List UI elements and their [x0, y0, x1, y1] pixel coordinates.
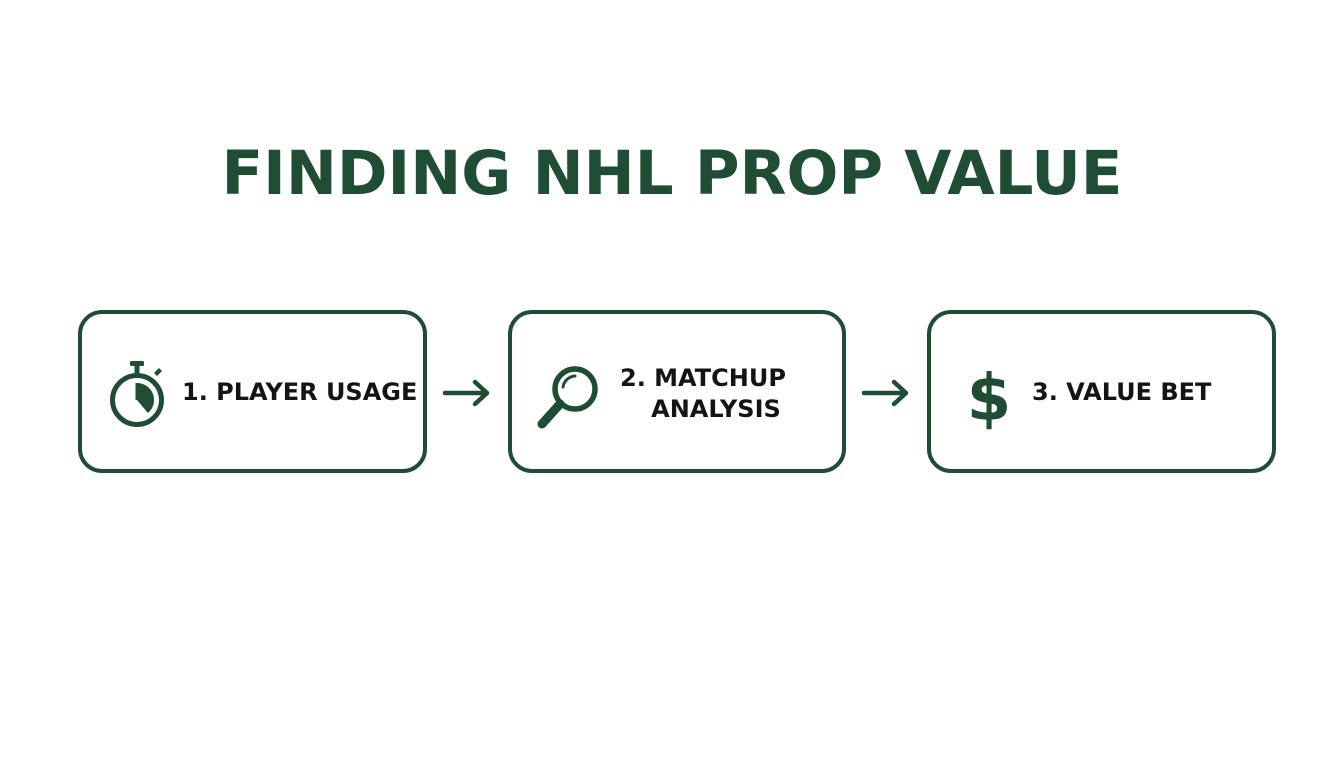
magnifying-glass-icon	[537, 366, 598, 429]
step-box-matchup-analysis: 2. MATCHUP ANALYSIS	[508, 310, 846, 473]
step-label-player-usage: 1. PLAYER USAGE	[182, 378, 418, 406]
dollar-sign-icon: $	[967, 362, 1011, 431]
arrow-right-icon	[861, 379, 909, 407]
stopwatch-icon	[110, 361, 164, 427]
step-label-matchup-analysis: 2. MATCHUP ANALYSIS	[620, 363, 786, 425]
step-box-player-usage: 1. PLAYER USAGE	[78, 310, 427, 473]
step-label-line-2: ANALYSIS	[651, 395, 781, 423]
arrow-right-icon	[442, 379, 490, 407]
diagram-title: FINDING NHL PROP VALUE	[221, 138, 1123, 209]
step-label-value-bet: 3. VALUE BET	[1032, 378, 1212, 406]
svg-text:$: $	[967, 362, 1011, 431]
step-box-value-bet: $ 3. VALUE BET	[927, 310, 1276, 473]
step-label-line-1: 2. MATCHUP	[620, 364, 786, 392]
